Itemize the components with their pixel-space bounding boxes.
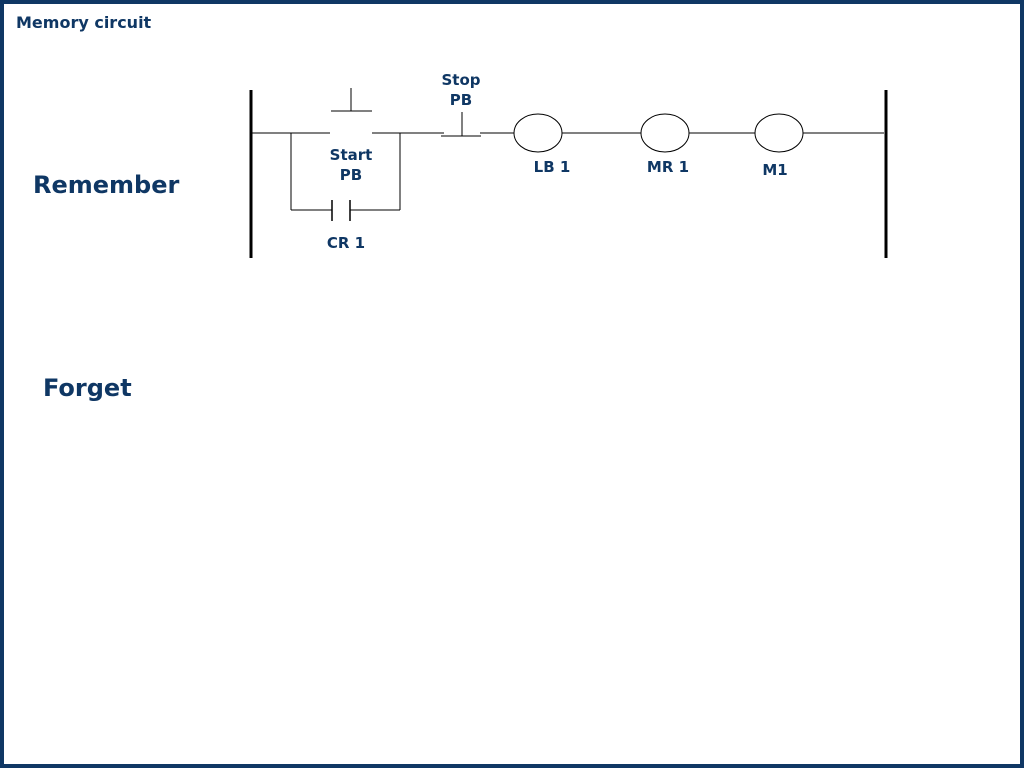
start-pb-label-line2: PB xyxy=(340,166,362,184)
lb1-label: LB 1 xyxy=(534,158,571,176)
rung-wiring xyxy=(251,132,884,211)
remember-label: Remember xyxy=(33,171,180,199)
slide-title: Memory circuit xyxy=(16,13,152,32)
start-pb-label-line1: Start xyxy=(330,146,373,164)
stop-pb-label-line2: PB xyxy=(450,91,472,109)
forget-label: Forget xyxy=(43,374,132,402)
mr1-load-circle xyxy=(640,113,690,153)
cr1-label: CR 1 xyxy=(327,234,365,252)
lb1-load-circle xyxy=(513,113,563,153)
mr1-label: MR 1 xyxy=(647,158,689,176)
start-pushbutton-symbol xyxy=(331,88,372,112)
stop-pb-label-line1: Stop xyxy=(441,71,480,89)
m1-label: M1 xyxy=(762,161,787,179)
cr1-contact-symbol xyxy=(331,200,351,221)
stop-pushbutton-symbol xyxy=(441,112,481,137)
m1-load-circle xyxy=(754,113,804,153)
